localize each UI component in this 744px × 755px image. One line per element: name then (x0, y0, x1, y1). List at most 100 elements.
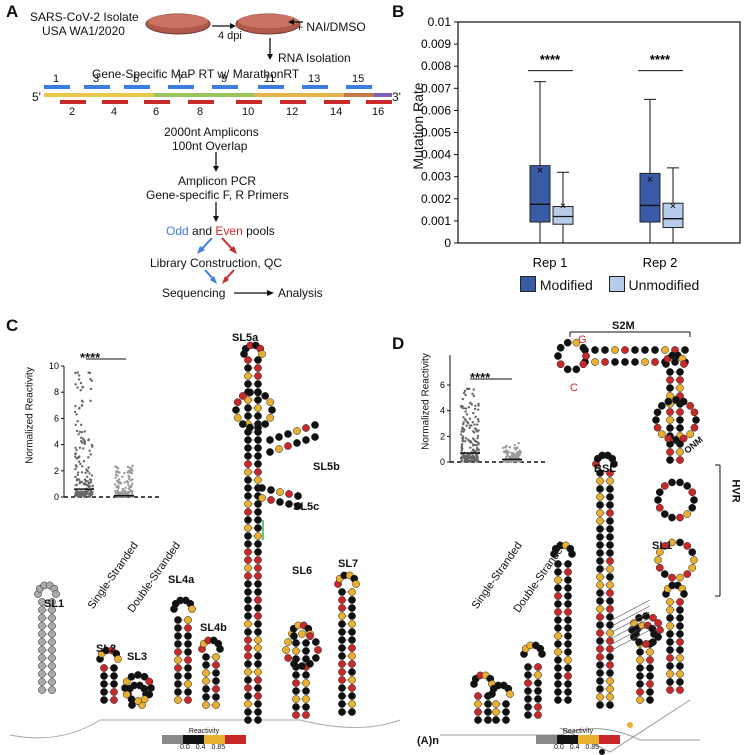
nucleotide (606, 613, 614, 621)
strip-point (466, 422, 470, 425)
nucleotide (282, 646, 290, 654)
nucleotide (572, 338, 581, 347)
strip-point (477, 441, 480, 445)
strip-point (74, 452, 77, 455)
odd-number: 7 (177, 73, 184, 85)
strip-point (90, 474, 94, 477)
strip-point (468, 417, 472, 420)
nucleotide (554, 352, 562, 360)
strip-point (114, 465, 117, 468)
nucleotide (666, 384, 674, 392)
nucleotide (606, 565, 614, 573)
strip-point (504, 460, 507, 463)
d-scatter-axes (449, 331, 721, 597)
strip-point (122, 492, 126, 496)
nucleotide (292, 703, 300, 711)
strip-point (79, 381, 83, 385)
strip-point (475, 447, 479, 450)
strip-point (460, 460, 463, 463)
nucleotide (254, 532, 262, 540)
strip-point (90, 379, 93, 382)
even-number: 6 (153, 106, 160, 118)
nucleotide (184, 696, 192, 704)
strip-point (78, 406, 81, 410)
nucleotide (534, 671, 542, 679)
strip-point (464, 456, 467, 460)
legend-label-modified: Modified (539, 277, 593, 293)
strip-ytick-label: 10 (49, 361, 59, 371)
strip-point (516, 459, 519, 463)
nucleotide (676, 654, 684, 662)
nucleotide (492, 708, 500, 716)
nucleotide (606, 533, 614, 541)
strip-ytick-label: 4 (440, 406, 445, 416)
nucleotide (338, 700, 346, 708)
library-label: Library Construction, QC (150, 256, 283, 270)
nucleotide (38, 670, 46, 678)
structure-label: SL4a (168, 574, 195, 586)
nucleotide (38, 598, 46, 606)
nucleotide (651, 358, 659, 366)
nucleotide (524, 711, 532, 719)
d-reactivity-title: Reactivity (562, 728, 594, 735)
strip-point (77, 378, 81, 381)
strip-point (74, 383, 77, 386)
strip-point (519, 459, 522, 463)
strip-point (74, 423, 77, 427)
strip-point (511, 452, 515, 456)
nucleotide (564, 616, 572, 624)
nucleotide (254, 572, 262, 580)
nucleotide (184, 672, 192, 680)
odd-number: 9 (221, 73, 228, 85)
nucleotide (554, 592, 562, 600)
strip-point (116, 489, 120, 492)
nucleotide (293, 439, 301, 447)
nucleotide (676, 478, 684, 487)
strip-point (74, 446, 77, 450)
nucleotide (244, 588, 252, 596)
nucleotide (254, 676, 262, 684)
nucleotide (174, 632, 182, 640)
strip-point (128, 489, 132, 493)
panel-b-letter: B (392, 2, 405, 21)
nucleotide (244, 636, 252, 644)
nucleotide (298, 630, 306, 638)
nucleotide (254, 628, 262, 636)
nucleotide (338, 596, 346, 604)
strip-point (126, 480, 129, 483)
nucleotide (254, 423, 262, 432)
nucleotide (298, 662, 306, 670)
strip-point (86, 469, 89, 473)
strip-point (124, 486, 128, 490)
nucleotide (690, 423, 699, 432)
nucleotide (534, 695, 542, 703)
nucleotide (596, 581, 604, 589)
strip-point (88, 472, 91, 475)
nucleotide (596, 469, 604, 477)
nucleotide (338, 612, 346, 620)
nucleotide (312, 654, 320, 662)
nucleotide (284, 430, 292, 438)
nucleotide (596, 701, 604, 709)
nucleotide (666, 622, 674, 630)
nucleotide (348, 684, 356, 692)
nucleotide (666, 686, 674, 694)
nucleotide (38, 630, 46, 638)
strip-point (467, 406, 471, 409)
nucleotide (564, 568, 572, 576)
nucleotide (596, 613, 604, 621)
nucleotide (284, 442, 292, 450)
nucleotide (338, 676, 346, 684)
nucleotide (174, 624, 182, 632)
nucleotide (666, 424, 674, 432)
strip-point (469, 446, 472, 449)
strip-point (515, 451, 519, 454)
strip-point (465, 387, 469, 391)
nucleotide (244, 692, 252, 700)
nucleotide (338, 708, 346, 716)
strip-point (80, 399, 84, 402)
nucleotide (254, 412, 262, 420)
pseudoknot-line (611, 617, 651, 639)
strip-point (464, 407, 468, 410)
nucleotide (290, 632, 298, 640)
